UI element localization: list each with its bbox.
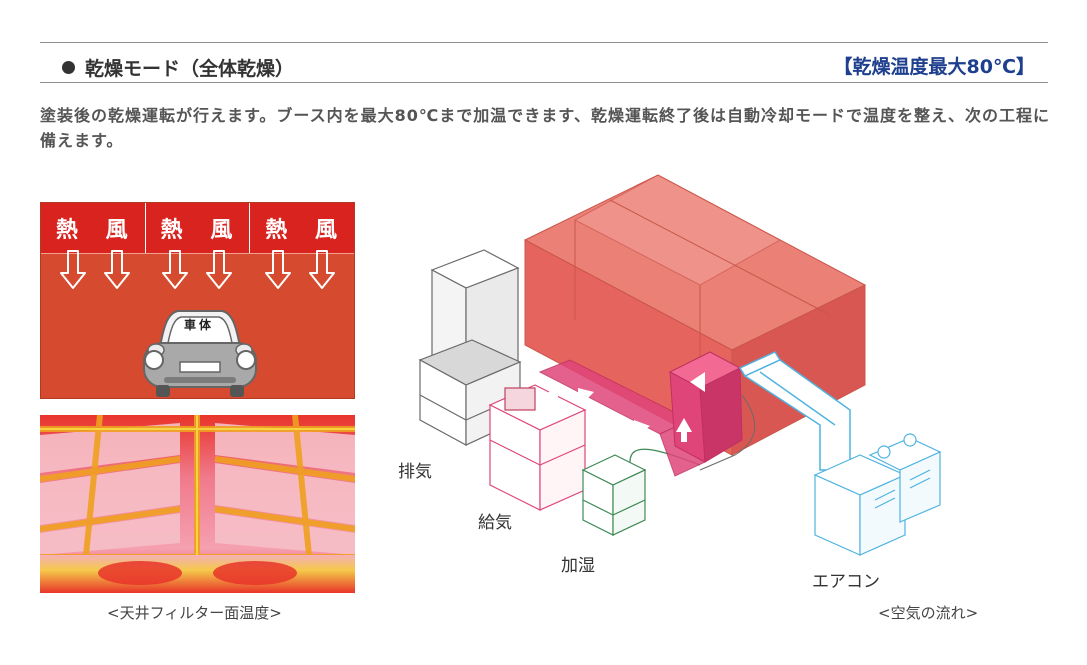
down-arrow-icon bbox=[60, 250, 86, 289]
down-arrow-icon bbox=[265, 250, 291, 289]
hot-air-label: 熱 風 bbox=[41, 203, 146, 253]
right-arrow-icon bbox=[578, 388, 594, 400]
car-icon bbox=[143, 310, 257, 397]
booth-diagram: 熱 風 熱 風 熱 風 車体 bbox=[40, 202, 355, 399]
aircon-label: エアコン bbox=[812, 572, 880, 592]
supply-label: 給気 bbox=[478, 513, 512, 533]
exhaust-label: 排気 bbox=[398, 462, 432, 482]
top-rule bbox=[40, 42, 1048, 43]
aircon-units bbox=[813, 433, 942, 556]
supply-duct bbox=[538, 351, 743, 477]
down-arrow-icon bbox=[206, 250, 232, 289]
temperature-badge: 【乾燥温度最大80℃】 bbox=[833, 56, 1035, 78]
up-arrow-icon bbox=[690, 372, 705, 392]
description-text: 塗装後の乾燥運転が行えます。ブース内を最大80℃まで加温できます、乾燥運転終了後… bbox=[40, 106, 1050, 150]
thermo-caption: <天井フィルター面温度> bbox=[107, 604, 282, 622]
supply-unit bbox=[488, 384, 587, 511]
exhaust-stack bbox=[418, 249, 522, 447]
section-title: 乾燥モード（全体乾燥） bbox=[62, 54, 294, 81]
humidifier-unit bbox=[581, 448, 701, 536]
booth-ceiling: 熱 風 熱 風 熱 風 bbox=[41, 203, 354, 253]
ceiling-divider bbox=[41, 253, 354, 254]
down-arrow-icon bbox=[104, 250, 130, 289]
right-arrow-icon bbox=[634, 420, 650, 432]
section-title-text: 乾燥モード（全体乾燥） bbox=[85, 58, 295, 80]
down-arrow-icon bbox=[162, 250, 188, 289]
humidify-label: 加湿 bbox=[561, 556, 595, 576]
car-body-label: 車体 bbox=[184, 318, 215, 332]
up-arrow-icon bbox=[676, 418, 692, 442]
airflow-caption: <空気の流れ> bbox=[878, 604, 979, 622]
down-arrows bbox=[60, 250, 335, 289]
bullet-icon bbox=[62, 61, 75, 74]
hot-air-label: 熱 風 bbox=[265, 218, 348, 243]
flow-arrows bbox=[547, 372, 705, 442]
up-arrow-icon bbox=[547, 382, 563, 405]
down-arrow-icon bbox=[309, 250, 335, 289]
bottom-rule bbox=[40, 82, 1048, 83]
hot-air-label: 熱 風 bbox=[146, 203, 251, 253]
ceiling-thermal-image bbox=[40, 415, 355, 593]
